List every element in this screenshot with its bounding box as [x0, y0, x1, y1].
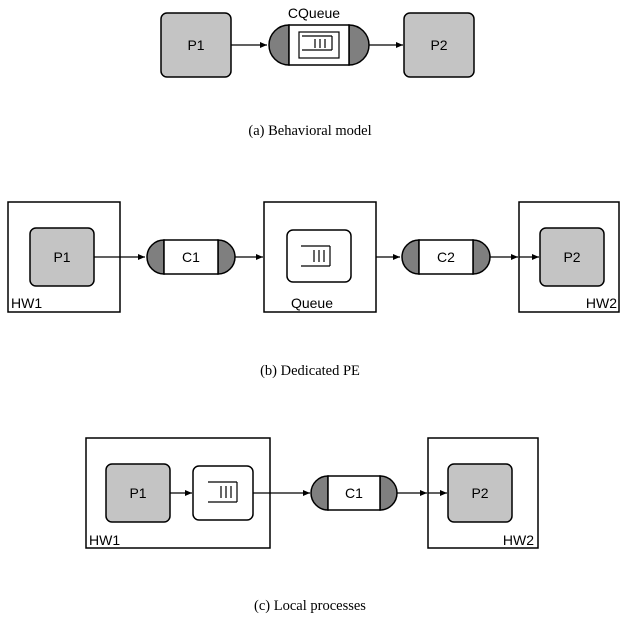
process-p2[interactable] [539, 227, 605, 287]
panel-c: HW1 P1 C1 P2 HW2 (c) Local processes [85, 437, 539, 614]
process-p1-label: P1 [187, 37, 204, 53]
pe-hw1-label: HW1 [89, 532, 120, 548]
process-p2-label: P2 [471, 485, 488, 501]
panel-b: HW1 P1 C1 Queue C2 [7, 201, 620, 379]
queue-icon[interactable] [192, 465, 254, 521]
pe-hw2-label: HW2 [503, 532, 534, 548]
process-p2[interactable] [447, 463, 513, 523]
process-p2[interactable] [403, 12, 475, 78]
channel-left-cap [401, 239, 420, 275]
channel-c2[interactable]: C2 [401, 239, 491, 275]
channel-left-cap [310, 475, 329, 511]
channel-body [327, 475, 381, 511]
channel-c1-label: C1 [345, 485, 363, 501]
pe-hw1-label: HW1 [11, 295, 42, 311]
channel-cqueue[interactable] [268, 24, 370, 66]
caption-b: (b) Dedicated PE [260, 363, 360, 379]
panel-a: P1 CQueue P2 (a) Behavioral model [160, 5, 475, 139]
process-p1-label: P1 [129, 485, 146, 501]
process-p2-label: P2 [430, 37, 447, 53]
channel-right-cap [472, 239, 491, 275]
channel-c1-label: C1 [182, 249, 200, 265]
channel-c1[interactable]: C1 [146, 239, 236, 275]
channel-body [163, 239, 219, 275]
process-p1-label: P1 [53, 249, 70, 265]
channel-c2-label: C2 [437, 249, 455, 265]
pe-queue-label: Queue [291, 295, 333, 311]
channel-left-cap [268, 24, 290, 66]
caption-c: (c) Local processes [254, 598, 366, 614]
channel-left-cap [146, 239, 165, 275]
process-p2-label: P2 [563, 249, 580, 265]
queue-icon [298, 31, 340, 59]
pe-hw2-label: HW2 [586, 295, 617, 311]
channel-body [418, 239, 474, 275]
queue-icon [286, 229, 352, 283]
caption-a: (a) Behavioral model [248, 123, 371, 139]
channel-label: CQueue [288, 5, 340, 21]
channel-right-cap [379, 475, 398, 511]
channel-right-cap [217, 239, 236, 275]
channel-c1[interactable]: C1 [310, 475, 398, 511]
channel-right-cap [348, 24, 370, 66]
